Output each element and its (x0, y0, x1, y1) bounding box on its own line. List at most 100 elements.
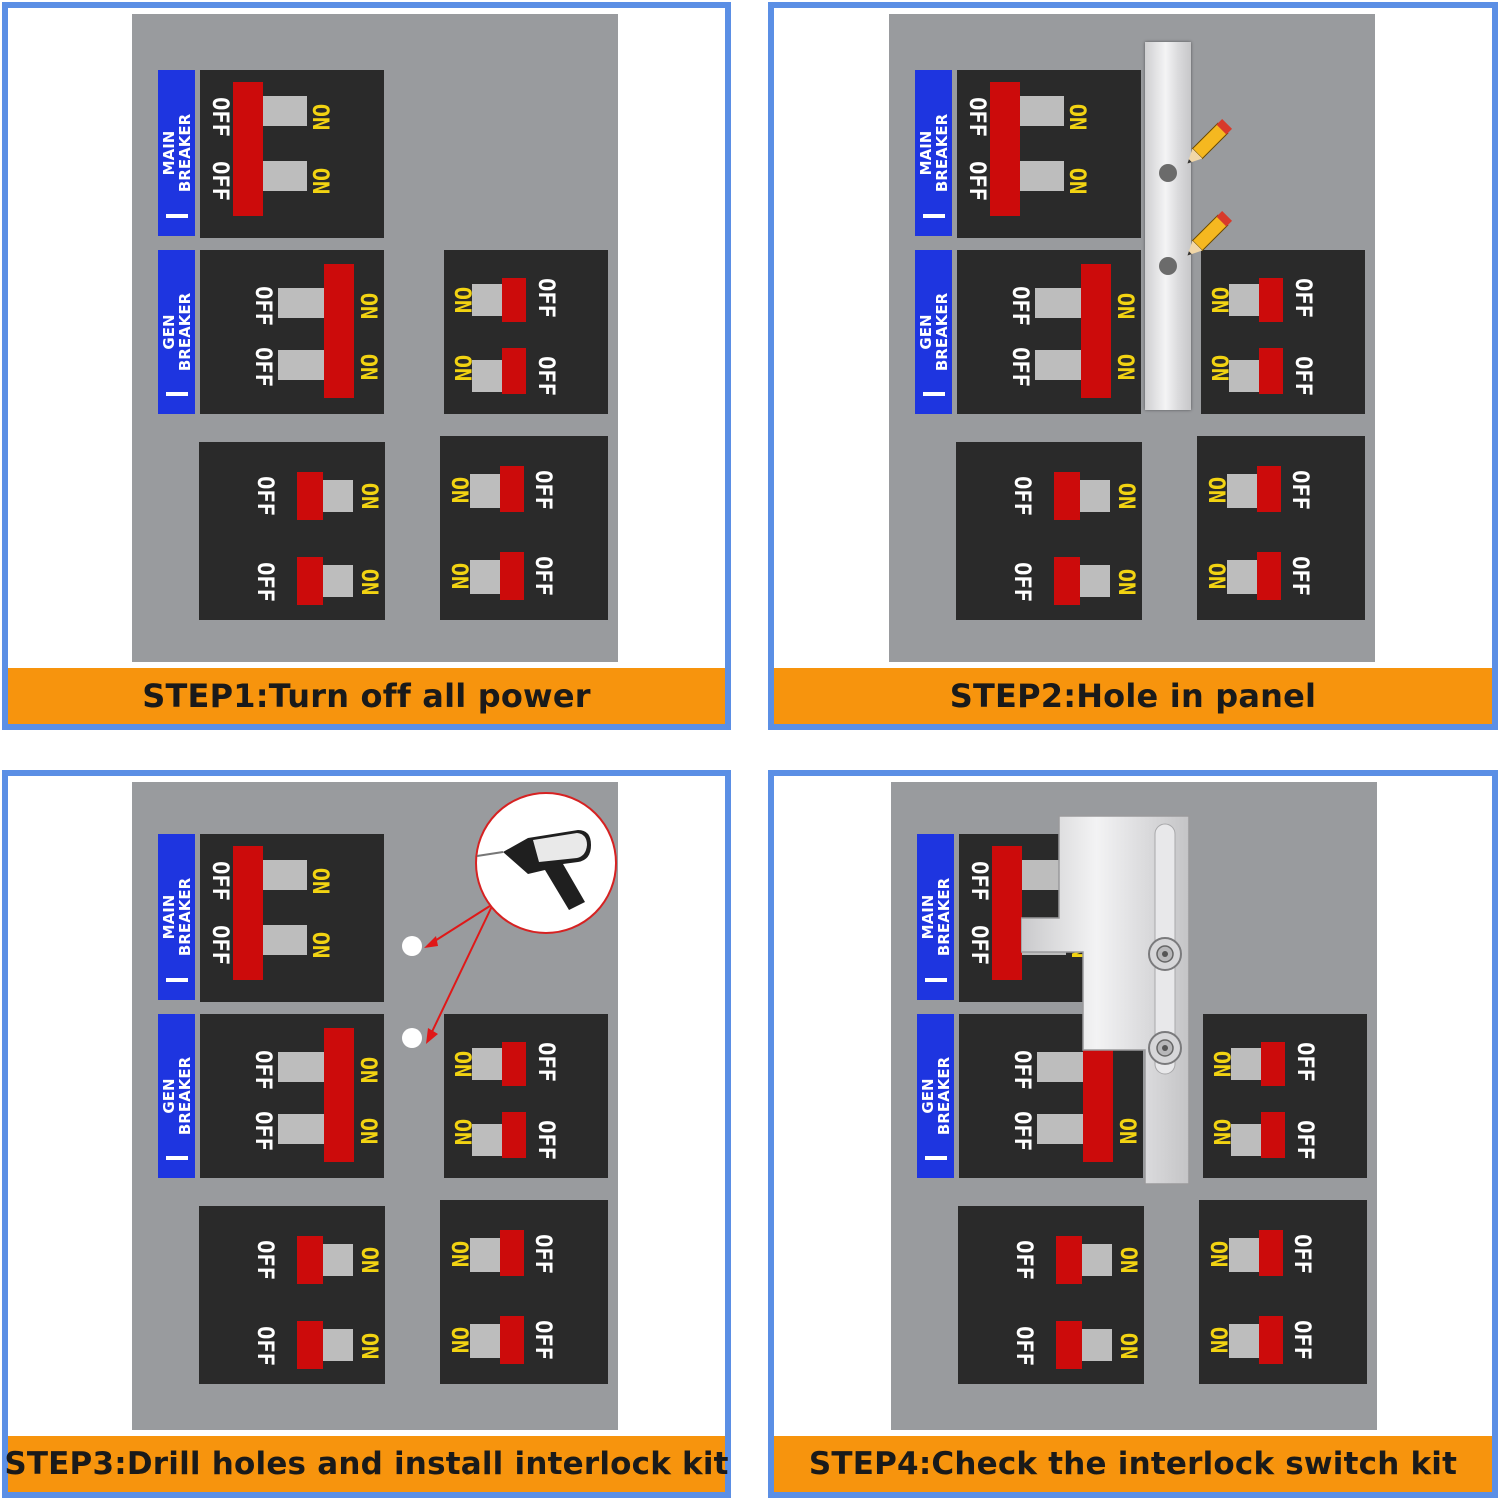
off-label: OFF (1009, 476, 1034, 516)
breaker-handle (1257, 466, 1281, 512)
off-label: OFF (530, 470, 555, 510)
off-label: OFF (1007, 347, 1032, 387)
on-label: ON (446, 476, 471, 504)
breaker-slot (1037, 1052, 1083, 1082)
breaker-slot (1229, 1238, 1259, 1272)
on-label: ON (1208, 1050, 1233, 1078)
main-label-line2: BREAKER (175, 877, 194, 957)
breaker-slot (1035, 350, 1081, 380)
screw-icon (1148, 1031, 1182, 1065)
on-label: ON (1113, 482, 1138, 510)
gen-label-line2: BREAKER (932, 292, 951, 372)
breaker-slot (263, 96, 307, 126)
drill-hole (402, 1028, 422, 1048)
main-label-line2: BREAKER (934, 877, 953, 957)
on-label: ON (1115, 1246, 1140, 1274)
gen-label-line2: BREAKER (175, 292, 194, 372)
main-label-line1: MAIN (159, 894, 178, 940)
breaker-slot (1082, 1244, 1112, 1276)
on-label: ON (1203, 562, 1228, 590)
gen-label-line1: GEN (916, 314, 935, 350)
hole-mark (1159, 164, 1177, 182)
breaker-slot (472, 284, 502, 316)
off-label: OFF (966, 861, 991, 901)
arrow-icon (424, 903, 494, 1044)
on-label: ON (1112, 353, 1137, 381)
on-label: ON (356, 482, 381, 510)
breaker-handle (1056, 1236, 1082, 1284)
off-label: OFF (533, 356, 558, 396)
on-label: ON (1113, 568, 1138, 596)
off-label: OFF (252, 1326, 277, 1366)
main-label-line1: MAIN (916, 130, 935, 176)
branch-breaker: ON ON OFF OFF (1201, 250, 1365, 414)
off-label: OFF (250, 347, 275, 387)
off-label: OFF (964, 161, 989, 201)
on-label: ON (355, 1056, 380, 1084)
step-caption: STEP3:Drill holes and install interlock … (4, 1436, 729, 1492)
on-label: ON (1205, 1240, 1230, 1268)
breaker-slot (323, 565, 353, 597)
on-label: ON (307, 103, 332, 131)
main-label-line1: MAIN (918, 894, 937, 940)
breaker-handle (502, 1042, 526, 1086)
off-label: OFF (207, 161, 232, 201)
breaker-slot (278, 1052, 324, 1082)
breaker-handle (1261, 1042, 1285, 1086)
branch-breaker: ON ON OFF OFF (1203, 1014, 1367, 1178)
breaker-handle (233, 82, 263, 216)
drill-icon (475, 792, 617, 934)
breaker-handle (502, 1112, 526, 1158)
breaker-handle (1261, 1112, 1285, 1158)
on-label: ON (307, 167, 332, 195)
on-label: ON (449, 1118, 474, 1146)
on-label: ON (446, 1326, 471, 1354)
breaker-handle (500, 1230, 524, 1276)
on-label: ON (1064, 167, 1089, 195)
main-breaker: OFF OFF ON ON (957, 70, 1141, 238)
on-label: ON (356, 568, 381, 596)
step-caption: STEP1:Turn off all power (8, 668, 725, 724)
breaker-slot (263, 860, 307, 890)
off-label: OFF (530, 556, 555, 596)
off-label: OFF (1290, 278, 1315, 318)
gen-label-line2: BREAKER (175, 1056, 194, 1136)
step-caption: STEP2:Hole in panel (774, 668, 1492, 724)
off-label: OFF (250, 286, 275, 326)
breaker-handle (1054, 557, 1080, 605)
on-label: ON (355, 292, 380, 320)
branch-breaker: ON ON OFF OFF (1197, 436, 1365, 620)
on-label: ON (449, 286, 474, 314)
breaker-handle (500, 466, 524, 512)
branch-breaker: OFF OFF ON ON (199, 442, 385, 620)
breaker-handle (500, 1316, 524, 1364)
main-label-line1: MAIN (159, 130, 178, 176)
on-label: ON (1208, 1118, 1233, 1146)
off-label: OFF (530, 1234, 555, 1274)
breaker-slot (278, 1114, 324, 1144)
breaker-handle (1056, 1321, 1082, 1369)
breaker-slot (1082, 1329, 1112, 1361)
on-label: ON (1206, 354, 1231, 382)
off-label: OFF (964, 97, 989, 137)
on-label: ON (355, 353, 380, 381)
breaker-handle (233, 846, 263, 980)
breaker-slot (472, 1124, 502, 1156)
breaker-handle (1259, 1316, 1283, 1364)
on-label: ON (356, 1332, 381, 1360)
breaker-handle (1259, 348, 1283, 394)
main-breaker: OFF OFF ON ON (200, 834, 384, 1002)
off-label: OFF (966, 925, 991, 965)
on-label: ON (1112, 292, 1137, 320)
breaker-handle (324, 264, 354, 398)
